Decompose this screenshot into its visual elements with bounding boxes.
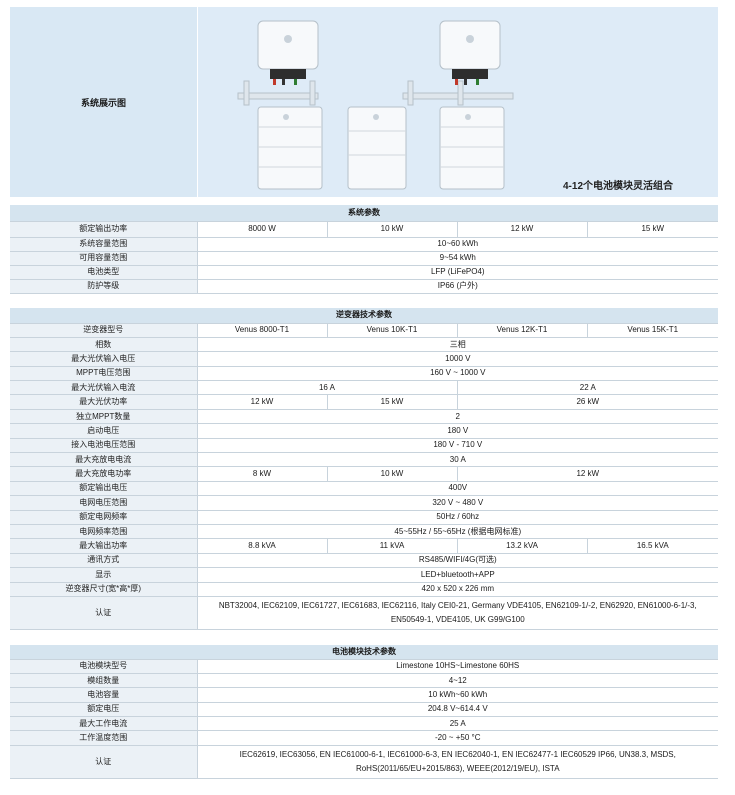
row-label: 相数	[10, 336, 198, 353]
row-label: 防护等级	[10, 278, 198, 294]
row-label: 最大光伏输入电压	[10, 351, 198, 367]
inverter-params-title: 逆变器技术参数	[10, 308, 719, 324]
row-label: 逆变器尺寸(宽*高*厚)	[10, 581, 198, 597]
battery-stack-left-picture	[257, 106, 323, 190]
row-label: 启动电压	[10, 423, 198, 439]
system-params-title: 系统参数	[10, 205, 719, 222]
cell: 15 kW	[587, 220, 719, 238]
cell: 204.8 V~614.4 V	[197, 701, 718, 718]
system-display-label: 系统展示图	[10, 7, 197, 197]
cell: 10~60 kWh	[197, 236, 719, 252]
row-label: 工作温度范围	[10, 730, 198, 746]
cell: 8.8 kVA	[197, 538, 328, 554]
cell: RS485/WIFI/4G(可选)	[197, 552, 719, 569]
inverter-right-picture	[439, 20, 501, 85]
row-label: 可用容量范围	[10, 250, 198, 266]
hero-caption: 4-12个电池模块灵活组合	[563, 181, 674, 192]
cell: Venus 8000-T1	[197, 322, 328, 338]
row-label: 额定输出电压	[10, 480, 198, 497]
cell: 12 kW	[457, 220, 588, 238]
cell: 45~55Hz / 55~65Hz (根据电网标准)	[197, 523, 719, 540]
battery-stack-right-picture	[439, 106, 505, 190]
cell: 8 kW	[197, 466, 328, 482]
cell: 4~12	[197, 672, 718, 689]
cell: 30 A	[197, 452, 719, 468]
row-label: 电池模块型号	[10, 658, 198, 674]
inverter-params-table: 逆变器技术参数 逆变器型号 Venus 8000-T1 Venus 10K-T1…	[10, 308, 719, 630]
cell: 1000 V	[197, 351, 719, 367]
cell: 16 A	[197, 380, 458, 396]
cell: 16.5 kVA	[587, 538, 719, 554]
cell: 22 A	[457, 380, 719, 396]
row-label: MPPT电压范围	[10, 365, 198, 382]
row-label: 最大光伏功率	[10, 394, 198, 410]
row-label: 独立MPPT数量	[10, 408, 198, 425]
row-label: 电池容量	[10, 687, 198, 703]
system-display-banner: 系统展示图	[10, 7, 718, 197]
cell: 15 kW	[327, 394, 458, 410]
pipes-right	[402, 80, 514, 106]
row-label: 最大输出功率	[10, 538, 198, 554]
row-label: 最大充放电电流	[10, 452, 198, 468]
system-illustration	[237, 20, 514, 190]
cell: 12 kW	[457, 466, 719, 482]
row-label: 电池类型	[10, 264, 198, 280]
cell: 320 V ~ 480 V	[197, 495, 719, 511]
inverter-left-picture	[257, 20, 319, 85]
cell: Limestone 10HS~Limestone 60HS	[197, 658, 718, 674]
cell: 8000 W	[197, 220, 328, 238]
cell: 11 kVA	[327, 538, 458, 554]
cell: LED+bluetooth+APP	[197, 567, 719, 583]
cell: 180 V	[197, 423, 719, 439]
cell: -20 ~ +50 °C	[197, 730, 718, 746]
row-label: 认证	[10, 744, 198, 779]
cell: 10 kW	[327, 220, 458, 238]
cell: IP66 (户外)	[197, 278, 719, 294]
system-display-image	[198, 7, 718, 197]
row-label: 接入电池电压范围	[10, 437, 198, 454]
cell: Venus 10K-T1	[327, 322, 458, 338]
row-label: 电网频率范围	[10, 523, 198, 540]
row-label: 电网电压范围	[10, 495, 198, 511]
cell: 三相	[197, 336, 719, 353]
cell: 9~54 kWh	[197, 250, 719, 266]
cell: 420 x 520 x 226 mm	[197, 581, 719, 597]
pipes-left	[237, 80, 319, 106]
system-params-table: 系统参数 额定输出功率 8000 W 10 kW 12 kW 15 kW 系统容…	[10, 205, 719, 294]
row-label: 通讯方式	[10, 552, 198, 569]
cell: 2	[197, 408, 719, 425]
row-label: 额定电压	[10, 701, 198, 718]
row-label: 额定输出功率	[10, 220, 198, 238]
row-label: 额定电网频率	[10, 509, 198, 525]
row-label: 最大充放电功率	[10, 466, 198, 482]
cell: 26 kW	[457, 394, 719, 410]
cell: 50Hz / 60hz	[197, 509, 719, 525]
row-label: 最大光伏输入电流	[10, 380, 198, 396]
cell: 13.2 kVA	[457, 538, 588, 554]
cell: 10 kW	[327, 466, 458, 482]
cell: 25 A	[197, 716, 718, 732]
system-params-section: 系统参数 额定输出功率 8000 W 10 kW 12 kW 15 kW 系统容…	[10, 205, 719, 294]
battery-stack-middle-picture	[347, 106, 407, 190]
row-label: 认证	[10, 595, 198, 630]
cell: 12 kW	[197, 394, 328, 410]
row-label: 系统容量范围	[10, 236, 198, 252]
cell: 10 kWh~60 kWh	[197, 687, 718, 703]
inverter-params-section: 逆变器技术参数 逆变器型号 Venus 8000-T1 Venus 10K-T1…	[10, 308, 719, 630]
row-label: 最大工作电流	[10, 716, 198, 732]
cell: NBT32004, IEC62109, IEC61727, IEC61683, …	[197, 595, 719, 630]
row-label: 模组数量	[10, 672, 198, 689]
cell: Venus 12K-T1	[457, 322, 588, 338]
battery-params-title: 电池模块技术参数	[10, 645, 718, 660]
row-label: 显示	[10, 567, 198, 583]
cell: 180 V - 710 V	[197, 437, 719, 454]
row-label: 逆变器型号	[10, 322, 198, 338]
cell: LFP (LiFePO4)	[197, 264, 719, 280]
cell: Venus 15K-T1	[587, 322, 719, 338]
cell: 400V	[197, 480, 719, 497]
cell: 160 V ~ 1000 V	[197, 365, 719, 382]
cell: IEC62619, IEC63056, EN IEC61000-6-1, IEC…	[197, 744, 718, 779]
